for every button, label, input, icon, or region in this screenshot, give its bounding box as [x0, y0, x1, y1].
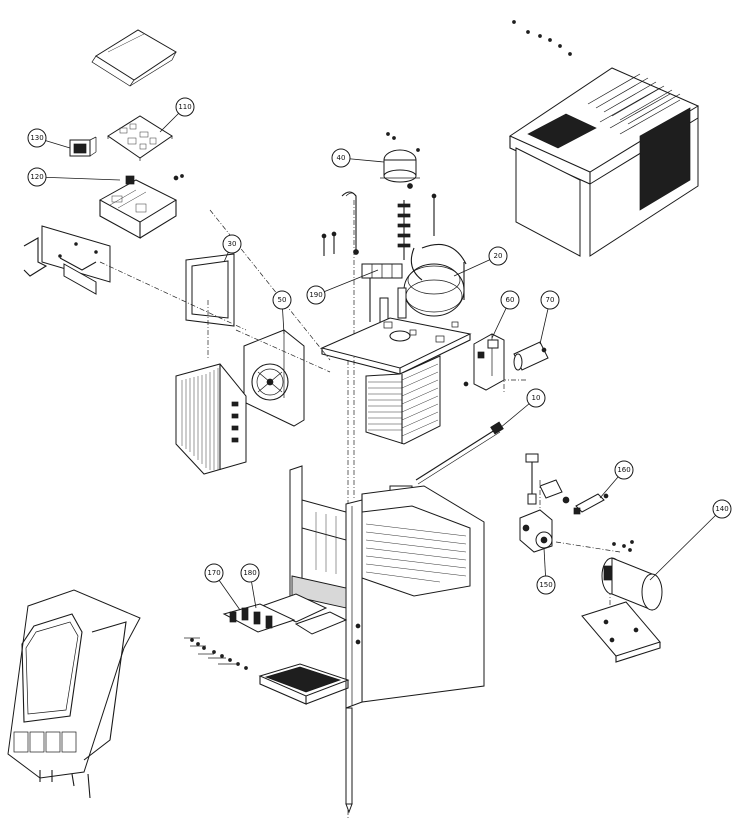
- callout-circle: [331, 148, 351, 168]
- front-hardware: [184, 603, 296, 670]
- callout-circle: [536, 575, 556, 595]
- callout-circle: [240, 563, 260, 583]
- callout-190: 190: [306, 269, 379, 305]
- water-valve: [519, 453, 570, 553]
- callout-circle: [204, 563, 224, 583]
- callout-label: 110: [178, 103, 191, 111]
- callout-label: 180: [243, 569, 256, 577]
- callout-160: 160: [599, 460, 634, 499]
- callout-label: 150: [539, 581, 552, 589]
- inline-filter: [573, 493, 609, 515]
- callout-layer: 110 130 120 40 30 20 190 50 60 70 10 160 140 150 170 18…: [27, 97, 732, 611]
- front-bezel: [7, 589, 141, 799]
- chassis-base: [320, 317, 472, 375]
- top-housing: [508, 20, 700, 257]
- evaporator-coil: [365, 355, 441, 445]
- callout-40: 40: [331, 148, 385, 168]
- electrical-box: [98, 174, 184, 239]
- callout-label: 130: [30, 134, 43, 142]
- callout-10: 10: [499, 388, 546, 429]
- callout-circle: [526, 388, 546, 408]
- callout-label: 140: [715, 505, 728, 513]
- callout-140: 140: [649, 499, 732, 581]
- capacitor: [513, 341, 549, 371]
- callout-circle: [27, 128, 47, 148]
- screw-stack: [397, 193, 437, 260]
- callout-label: 190: [309, 291, 322, 299]
- callout-120: 120: [27, 167, 121, 187]
- callout-150: 150: [536, 547, 556, 595]
- callout-leader: [36, 176, 121, 181]
- callout-label: 20: [494, 252, 503, 260]
- compressor: [403, 243, 467, 317]
- condenser-coil: [175, 363, 247, 475]
- callout-circle: [540, 290, 560, 310]
- callout-30: 30: [222, 234, 242, 263]
- capillary-tube: [321, 191, 359, 256]
- callout-110: 110: [159, 97, 195, 133]
- callout-60: 60: [491, 290, 520, 339]
- callout-label: 120: [30, 173, 43, 181]
- callout-circle: [500, 290, 520, 310]
- callout-label: 70: [546, 296, 555, 304]
- dispense-rod: [345, 707, 353, 814]
- callout-180: 180: [240, 563, 260, 609]
- callout-label: 40: [337, 154, 346, 162]
- callout-leader: [315, 269, 379, 296]
- callout-label: 60: [506, 296, 515, 304]
- callout-130: 130: [27, 128, 71, 149]
- callout-label: 170: [207, 569, 220, 577]
- control-board: [107, 115, 173, 161]
- main-cabinet: [361, 485, 485, 703]
- callout-circle: [175, 97, 195, 117]
- callout-70: 70: [539, 290, 560, 345]
- callout-label: 160: [617, 466, 630, 474]
- callout-label: 30: [228, 240, 237, 248]
- fan-shroud: [243, 329, 305, 427]
- callout-label: 50: [278, 296, 287, 304]
- pump-motor: [601, 540, 663, 611]
- filter-frame: [185, 253, 235, 327]
- start-relay: [463, 333, 505, 391]
- fan-motor-assembly: [380, 132, 420, 189]
- callout-circle: [614, 460, 634, 480]
- transformer: [69, 136, 97, 157]
- callout-circle: [488, 246, 508, 266]
- top-cover-plate: [91, 29, 177, 87]
- refrigeration-lines: [361, 263, 407, 323]
- bracket-panel: [23, 225, 111, 295]
- callout-circle: [27, 167, 47, 187]
- callout-50: 50: [272, 290, 292, 335]
- pump-bracket: [581, 601, 661, 663]
- front-frame: [260, 465, 363, 709]
- callout-20: 20: [453, 246, 508, 277]
- callout-circle: [272, 290, 292, 310]
- callout-leader: [649, 508, 723, 581]
- drip-tray: [258, 663, 350, 705]
- callout-170: 170: [204, 563, 241, 611]
- callout-circle: [712, 499, 732, 519]
- callout-circle: [306, 285, 326, 305]
- callout-label: 10: [532, 394, 541, 402]
- callout-circle: [222, 234, 242, 254]
